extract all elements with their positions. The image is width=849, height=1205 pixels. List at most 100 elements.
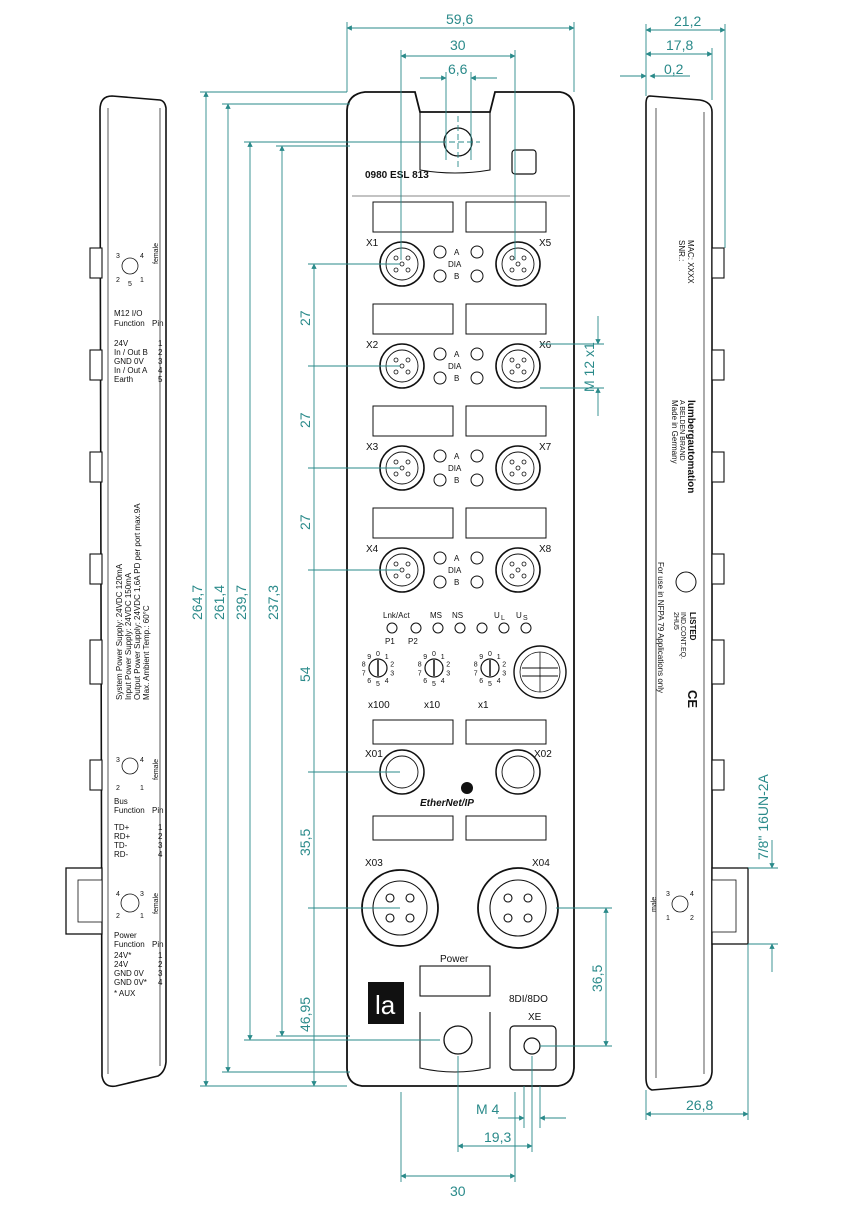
dim-17-8: 17,8 [666,37,693,53]
power-pin [523,913,533,923]
port-label-left: X4 [366,544,379,555]
led-b [470,371,484,385]
brand-sub: A BELDEN BRAND [678,400,685,461]
led-dia-label: DIA [448,566,462,575]
dim-36-5: 36,5 [589,965,605,992]
led-a [433,347,447,361]
dim-7-8-thread: 7/8" 16UN-2A [755,773,771,860]
led-a [470,347,484,361]
led-a-label: A [454,350,460,359]
power-label: Power [440,954,469,965]
socket-pin [509,459,515,465]
bus-function: Function [114,806,145,815]
socket-pin [405,561,411,567]
led-ul-sub: L [501,615,505,622]
function-cell: RD- [114,850,129,859]
socket-pin [393,255,399,261]
m12-pin-4: 4 [140,253,144,260]
led-b-label: B [454,374,459,383]
socket-pin [393,471,399,477]
led-us-sub: S [523,615,528,622]
socket-pin [509,471,515,477]
power-pin [405,913,415,923]
rotary-digit: 7 [362,671,366,678]
label-x1: x1 [478,700,489,711]
rotary-digit: 4 [441,678,445,685]
male-pin-1: 1 [666,915,670,922]
power-pin [503,893,513,903]
label-x10: x10 [424,700,441,711]
rotary-digit: 9 [423,654,427,661]
rotary-digit: 6 [423,678,427,685]
mac-address: MAC: XXXX [686,240,695,284]
label-p2: P2 [408,637,418,646]
male-pin-3: 3 [666,891,670,898]
function-cell: GND 0V [114,969,144,978]
xe-label: XE [528,1012,542,1023]
label-window [372,303,454,335]
status-led [498,622,510,634]
led-b [470,473,484,487]
pow-pin-3: 3 [140,891,144,898]
dim-239-7: 239,7 [233,585,249,620]
dim-pitch-2: 27 [297,412,313,428]
label-window [372,405,454,437]
power-pins [385,893,533,923]
pow-pin-1: 1 [140,913,144,920]
label-window [465,405,547,437]
right-side-view: MAC: XXXX SNR.: lumbergautomation A BELD… [645,95,749,1091]
label-window [465,201,547,233]
led-b [433,575,447,589]
led-b [433,371,447,385]
label-window [465,303,547,335]
bus-port-x01: X01 [365,749,383,760]
socket-pin [521,267,527,273]
m12-pin-5: 5 [128,281,132,288]
rotary-digit: 8 [418,661,422,668]
socket-pin [405,471,411,477]
pin-cell: 1 [158,823,163,832]
led-b [470,575,484,589]
socket-pin [405,357,411,363]
ul-number: 2HU5 [672,612,679,630]
socket-pin [521,573,527,579]
brand-logo: la [375,990,396,1020]
socket-pin [521,471,527,477]
rotary-digit: 0 [488,651,492,658]
nfpa-note: For use in NFPA 79 Applications only [656,562,665,693]
led-b-label: B [454,476,459,485]
serial-number: SNR.: [677,240,686,261]
pow-pin-4: 4 [116,891,120,898]
socket-pin [509,255,515,261]
m12-socket [495,547,541,593]
supply-line-3: Output Power Supply: 24VDC 1,6A PD per p… [133,503,142,700]
dim-237-3: 237,3 [265,585,281,620]
bus-pin-4: 4 [140,757,144,764]
socket-pin [405,573,411,579]
pin-cell: 1 [158,339,163,348]
rotary-digit: 6 [479,678,483,685]
socket-pin [515,261,521,267]
socket-pin [405,267,411,273]
power-pin [405,893,415,903]
pow-title: Power [114,931,137,940]
rotary-digit: 5 [432,681,436,688]
function-cell: TD+ [114,823,130,832]
socket-pin [393,573,399,579]
pow-pin-2: 2 [116,913,120,920]
rotary-digit: 0 [432,651,436,658]
rotary-digit: 4 [497,678,501,685]
pin-cell: 3 [158,841,163,850]
status-led-row [386,622,532,634]
label-window [465,507,547,539]
led-a-label: A [454,248,460,257]
ul-listed: LISTED [688,612,697,641]
bus-port-x02: X02 [534,749,552,760]
function-cell: RD+ [114,832,131,841]
function-cell: TD- [114,841,128,850]
led-ns: NS [452,611,463,620]
label-window [372,201,454,233]
dim-261-4: 261,4 [211,585,227,620]
port-label-left: X1 [366,238,379,249]
